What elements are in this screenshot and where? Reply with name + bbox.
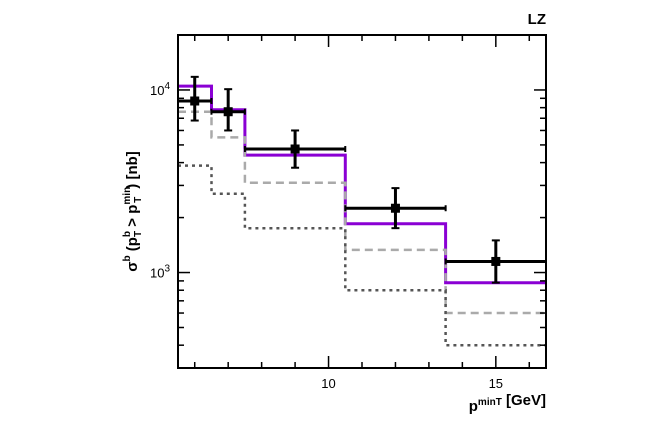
x-tick-label: 15 (489, 376, 503, 391)
series-darkgray (178, 164, 546, 347)
y-title-p-sub: T (133, 231, 144, 237)
data-marker (190, 96, 200, 106)
series-purple (178, 84, 546, 285)
y-title-gt: > p (124, 205, 141, 231)
y-tick-label: 104 (150, 81, 170, 98)
data-point-1 (210, 88, 246, 132)
y-title-pmin-sub: T (133, 197, 144, 203)
x-axis-title: pminT [GeV] (469, 392, 546, 415)
y-title-sigma: σ (124, 262, 141, 272)
y-title-pmin-sup: min (122, 187, 133, 205)
data-points-layer (177, 75, 547, 284)
y-title-close: ) (124, 184, 141, 189)
x-axis-title-base: p (469, 398, 478, 415)
data-point-2 (243, 129, 347, 169)
data-marker (491, 256, 501, 266)
data-marker (390, 203, 400, 213)
corner-label: LZ (528, 11, 546, 28)
plot-frame (177, 34, 547, 369)
x-axis-title-sup: min (478, 397, 496, 408)
x-tick-label: 10 (321, 376, 335, 391)
y-tick-label: 103 (150, 264, 170, 281)
ticks-layer: 10 15 103 104 (150, 34, 546, 391)
y-axis-title: σb (pbT > pminT) [nb] (122, 151, 144, 272)
x-axis-title-units: [GeV] (502, 392, 546, 409)
data-point-4 (444, 239, 547, 284)
data-point-3 (344, 187, 447, 230)
y-title-sigma-sup: b (122, 255, 133, 261)
series-lightgray (178, 110, 546, 315)
y-title-units: [nb] (124, 151, 141, 183)
series-layer (178, 84, 546, 347)
data-marker (223, 107, 233, 117)
y-title-open: (p (124, 237, 141, 255)
x-axis-title-sub: T (496, 397, 502, 408)
data-marker (290, 144, 300, 154)
y-title-p-sup: b (122, 231, 133, 237)
